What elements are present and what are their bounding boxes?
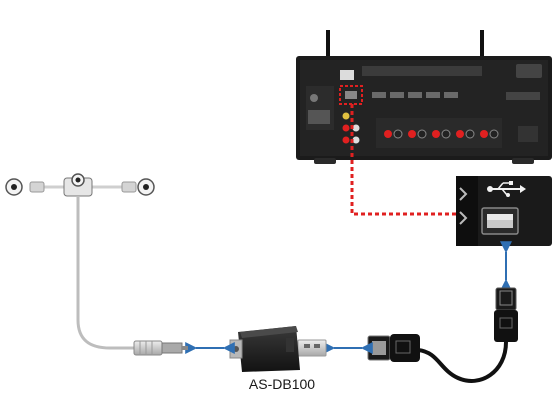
dongle-body — [238, 326, 300, 372]
dipole-antenna — [5, 173, 188, 356]
highlight-connector-line — [350, 104, 456, 216]
usb-plug-housing — [494, 310, 518, 342]
antenna-coax-plug — [133, 340, 163, 356]
usb-port-closeup — [456, 176, 552, 246]
av-receiver — [296, 30, 552, 164]
antenna-downlead-cable — [76, 196, 136, 350]
dab-adapter — [229, 326, 327, 372]
wifi-antenna-right — [480, 30, 484, 74]
usb-port-icon — [487, 181, 526, 197]
usb-extension-cable — [367, 287, 518, 383]
wifi-antenna-left — [326, 30, 330, 74]
usb-cable-wire — [417, 341, 508, 383]
dongle-usb-plug — [297, 339, 327, 357]
product-caption: AS-DB100 — [248, 376, 316, 392]
